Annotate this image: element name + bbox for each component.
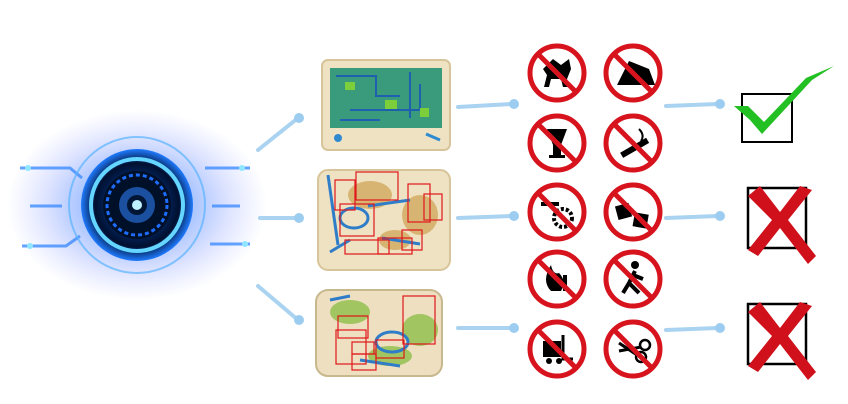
no-gambling-icon xyxy=(603,182,663,242)
connector-dot xyxy=(509,211,519,221)
detection-box xyxy=(334,179,356,211)
no-scissors-icon xyxy=(603,319,663,379)
connector-dot xyxy=(715,99,725,109)
detection-box xyxy=(339,203,375,237)
connector-dot xyxy=(715,323,725,333)
no-alcohol-icon xyxy=(527,113,587,173)
xray-scan-clean xyxy=(321,59,451,151)
connector-dot xyxy=(509,99,519,109)
cross-icon xyxy=(746,186,816,264)
detection-box xyxy=(402,295,436,345)
detection-box xyxy=(423,193,443,221)
no-tools-icon xyxy=(527,182,587,242)
scan-connectors xyxy=(456,102,514,330)
detection-box xyxy=(337,315,369,339)
connector-dot xyxy=(294,113,304,123)
detection-box xyxy=(344,239,390,255)
eye-connectors xyxy=(256,116,300,322)
cross-icon xyxy=(746,302,816,380)
result-connectors xyxy=(664,102,720,332)
detection-box xyxy=(401,229,423,251)
no-smoking-icon xyxy=(603,113,663,173)
connector-dot xyxy=(294,315,304,325)
detection-box xyxy=(407,183,431,223)
detection-box xyxy=(377,237,413,255)
connector-dot xyxy=(294,213,304,223)
xray-scan-suspicious-2 xyxy=(315,289,443,377)
check-icon xyxy=(734,66,834,143)
xray-scan-suspicious-1 xyxy=(317,169,451,271)
no-forklift-icon xyxy=(527,319,587,379)
ai-eye-icon xyxy=(7,110,267,300)
connector-dot xyxy=(715,211,725,221)
detection-box xyxy=(335,329,367,365)
detection-box xyxy=(351,353,377,371)
connector-dot xyxy=(509,323,519,333)
detection-box xyxy=(355,171,399,201)
no-camping-icon xyxy=(603,43,663,103)
detection-box xyxy=(375,339,405,359)
no-pedestrians-icon xyxy=(603,249,663,309)
no-fire-icon xyxy=(527,249,587,309)
no-dogs-icon xyxy=(527,43,587,103)
